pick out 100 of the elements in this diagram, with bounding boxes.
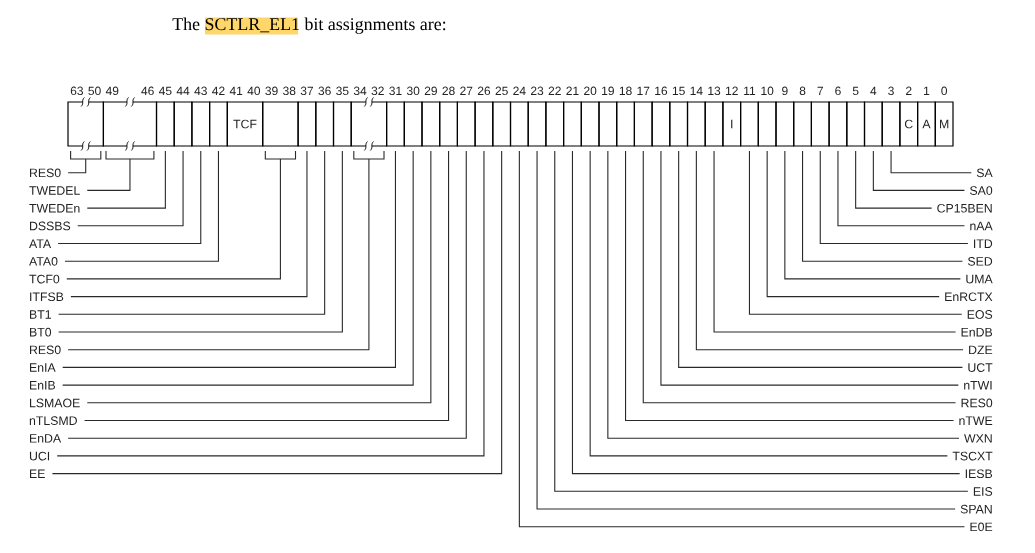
bit-number: 22 [548,86,561,95]
bit-field [439,101,458,147]
field-name: nTLSMD [29,416,77,425]
bit-number: 9 [782,86,788,96]
bit-field [527,101,547,147]
bit-number: 27 [460,86,473,95]
bit-field [686,101,706,147]
bit-number: 34 [353,86,367,96]
bit-number: 4 [870,86,877,95]
bit-field: C [899,101,919,147]
leader-line [855,150,933,209]
bit-number: 16 [655,86,668,96]
leader-line [77,150,184,227]
bit-field [810,101,830,147]
bit-number: 49 [105,86,119,96]
field-name: TSCXT [952,451,993,461]
field-name: EOS [967,310,993,319]
bit-field [386,101,405,147]
leader-line [67,150,102,174]
leader-line [86,150,155,191]
bit-number: 29 [424,86,437,96]
bit-number: 13 [708,86,721,96]
field-name: E0E [970,522,993,532]
field-name: UCI [29,451,50,461]
field-name: RES0 [30,168,61,178]
bit-number: 20 [584,86,597,96]
bit-number: 40 [247,86,261,96]
bit-number: 6 [835,86,841,96]
field-name: EnIB [30,381,56,390]
bit-field [332,101,352,147]
bit-number: 8 [799,86,806,96]
bit-field [262,101,299,147]
bit-field [456,101,476,147]
leader-line [713,150,957,333]
bit-field [580,101,600,147]
field-name: ATA0 [29,257,58,266]
field-name: EnDA [30,434,62,443]
field-name: UCT [968,363,993,372]
bit-field [297,101,317,147]
field-name: RES0 [30,345,61,355]
bit-field [209,101,228,147]
bit-field [403,101,423,147]
bit-field [421,101,441,147]
leader-line [70,150,308,298]
field-name: EnDB [961,327,993,337]
field-name: EnRCTX [945,292,993,302]
field-name: SPAN [960,504,992,514]
leader-line [748,150,963,315]
bit-number: 3 [888,86,894,96]
bit-field [598,101,618,147]
field-name: nAA [970,221,993,231]
bit-field [651,101,671,147]
bit-field [704,101,724,147]
bit-number: 18 [619,86,632,96]
leader-line [819,150,969,245]
bit-number: 35 [336,86,349,96]
bit-field [740,101,759,147]
field-name: IESB [965,469,993,479]
bit-number: 0 [941,86,948,96]
bit-number: 42 [212,86,225,95]
bit-field [633,101,653,147]
bit-number: 46 [141,86,154,96]
bit-number: 63 [70,86,83,96]
bit-number: 43 [194,86,207,96]
bit-field [102,101,158,147]
bit-number: 41 [229,86,243,95]
field-name: SA [976,168,993,178]
bit-number: 45 [158,86,172,96]
bit-field [863,101,883,147]
leader-line [837,150,965,227]
bit-number: 1 [924,86,930,95]
field-name: EE [30,469,45,478]
field-name: TCF0 [29,274,60,284]
bit-number: 50 [88,86,101,96]
bit-number: 31 [389,86,402,96]
bit-number: 19 [602,86,614,96]
bit-number: 23 [531,86,544,96]
bit-field: M [934,101,954,147]
bit-number: 17 [637,86,650,95]
bit-number: 24 [513,86,526,95]
bit-number: 30 [406,86,420,96]
bit-field [509,101,529,147]
field-name: BT1 [30,310,51,319]
leader-line [802,150,963,262]
leader-line [890,150,972,174]
leader-line [58,150,326,315]
bit-field [173,101,193,147]
bit-number: 39 [265,86,278,96]
bit-field [492,101,512,147]
bit-field [669,101,689,147]
bit-field [616,101,635,147]
field-name: LSMAOE [30,398,80,408]
field-name: ITFSB [30,292,64,302]
bit-number: 2 [906,86,912,95]
bit-number: 10 [761,86,774,96]
bit-number: 28 [442,86,455,96]
field-name: nTWE [959,416,993,425]
field-name: TWEDEn [29,204,80,213]
bit-number: 14 [690,86,703,95]
bit-number: 5 [852,86,859,96]
